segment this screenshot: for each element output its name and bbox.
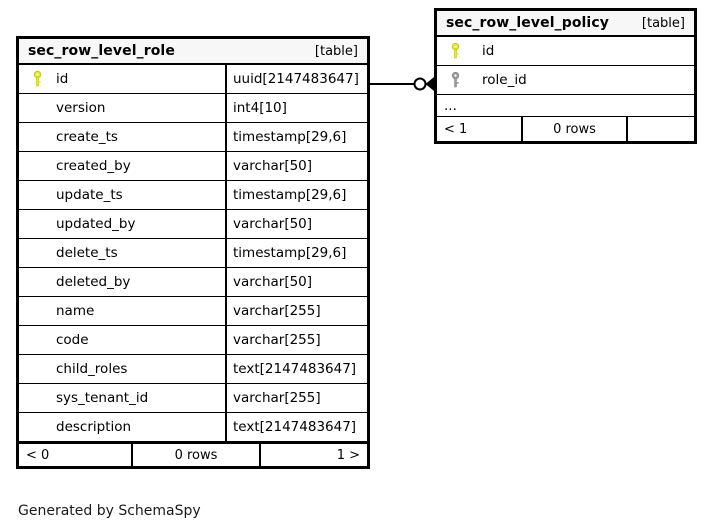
column-name-cell: created_by <box>19 152 225 180</box>
entity-footer: < 0 0 rows 1 > <box>19 442 367 466</box>
prev-page-button[interactable]: < 1 <box>444 121 468 137</box>
column-name-cell: deleted_by <box>19 268 225 296</box>
more-columns-indicator[interactable]: ... <box>437 95 694 117</box>
table-row[interactable]: deleted_by varchar[50] <box>19 268 367 297</box>
column-type: text[2147483647] <box>225 355 367 383</box>
column-name-cell: sys_tenant_id <box>19 384 225 412</box>
column-name: updated_by <box>56 216 136 232</box>
table-row[interactable]: updated_by varchar[50] <box>19 210 367 239</box>
table-row[interactable]: created_by varchar[50] <box>19 152 367 181</box>
table-row[interactable]: delete_ts timestamp[29,6] <box>19 239 367 268</box>
table-row[interactable]: version int4[10] <box>19 94 367 123</box>
column-name-cell: create_ts <box>19 123 225 151</box>
key-icon-foreign <box>444 72 466 88</box>
column-name-cell: description <box>19 413 225 441</box>
entity-sec-row-level-role[interactable]: sec_row_level_role [table] id uuid[21474… <box>16 36 370 469</box>
table-row[interactable]: sys_tenant_id varchar[255] <box>19 384 367 413</box>
column-type: varchar[255] <box>225 326 367 354</box>
column-name: created_by <box>56 158 131 174</box>
column-type: timestamp[29,6] <box>225 239 367 267</box>
table-row[interactable]: update_ts timestamp[29,6] <box>19 181 367 210</box>
column-type: int4[10] <box>225 94 367 122</box>
entity-title: sec_row_level_role <box>28 43 175 59</box>
column-type: varchar[255] <box>225 384 367 412</box>
column-name: id <box>56 71 69 87</box>
column-type <box>607 37 694 65</box>
table-row[interactable]: code varchar[255] <box>19 326 367 355</box>
column-name: id <box>482 43 495 59</box>
table-row[interactable]: role_id <box>437 66 694 95</box>
entity-header: sec_row_level_role [table] <box>19 39 367 65</box>
table-row[interactable]: create_ts timestamp[29,6] <box>19 123 367 152</box>
column-name-cell: code <box>19 326 225 354</box>
column-name-cell: updated_by <box>19 210 225 238</box>
column-name-cell: delete_ts <box>19 239 225 267</box>
next-page-button[interactable]: 1 > <box>259 444 367 466</box>
next-page-button[interactable] <box>626 117 694 141</box>
column-name-cell: name <box>19 297 225 325</box>
column-type: varchar[50] <box>225 210 367 238</box>
entity-title: sec_row_level_policy <box>446 15 609 31</box>
table-row[interactable]: child_roles text[2147483647] <box>19 355 367 384</box>
column-name: description <box>56 419 132 435</box>
entity-sec-row-level-policy[interactable]: sec_row_level_policy [table] id <box>434 8 697 144</box>
entity-kind-label: [table] <box>641 15 685 31</box>
table-row[interactable]: id <box>437 37 694 66</box>
column-name: role_id <box>482 72 527 88</box>
key-icon-primary <box>26 71 48 87</box>
column-name: name <box>56 303 95 319</box>
column-type: varchar[50] <box>225 152 367 180</box>
column-type: uuid[2147483647] <box>225 65 367 93</box>
column-name-cell: child_roles <box>19 355 225 383</box>
column-type: varchar[50] <box>225 268 367 296</box>
column-name-cell: id <box>437 37 607 65</box>
column-name-cell: role_id <box>437 66 607 94</box>
row-count-label: 0 rows <box>521 117 626 141</box>
column-name: version <box>56 100 106 116</box>
table-row[interactable]: name varchar[255] <box>19 297 367 326</box>
column-type: timestamp[29,6] <box>225 123 367 151</box>
table-row[interactable]: description text[2147483647] <box>19 413 367 442</box>
table-row[interactable]: id uuid[2147483647] <box>19 65 367 94</box>
column-type <box>607 66 694 94</box>
column-type: varchar[255] <box>225 297 367 325</box>
prev-page-button[interactable]: < 0 <box>26 447 50 463</box>
column-name: code <box>56 332 89 348</box>
column-name: create_ts <box>56 129 118 145</box>
column-type: text[2147483647] <box>225 413 367 441</box>
column-name-cell: update_ts <box>19 181 225 209</box>
row-count-label: 0 rows <box>131 444 259 466</box>
entity-footer: < 1 0 rows <box>437 117 694 141</box>
key-icon-primary <box>444 43 466 59</box>
entity-header: sec_row_level_policy [table] <box>437 11 694 37</box>
column-type: timestamp[29,6] <box>225 181 367 209</box>
column-name: delete_ts <box>56 245 118 261</box>
column-name-cell: version <box>19 94 225 122</box>
entity-kind-label: [table] <box>314 43 358 59</box>
column-name: deleted_by <box>56 274 131 290</box>
column-name: update_ts <box>56 187 123 203</box>
column-name: child_roles <box>56 361 128 377</box>
generated-by-caption: Generated by SchemaSpy <box>18 503 201 519</box>
column-name-cell: id <box>19 65 225 93</box>
column-name: sys_tenant_id <box>56 390 149 406</box>
